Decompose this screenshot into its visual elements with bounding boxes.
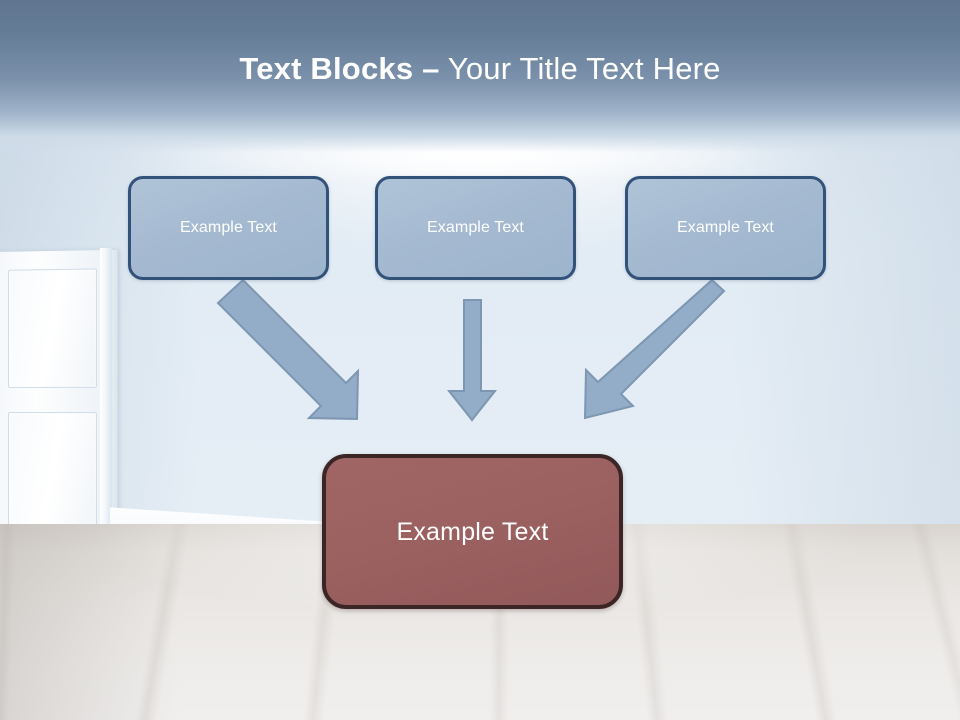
text-block-3[interactable]: Example Text xyxy=(625,176,826,280)
text-block-1-label: Example Text xyxy=(180,219,277,236)
title-banner: Text Blocks – Your Title Text Here xyxy=(0,0,960,152)
door-panel-upper xyxy=(7,268,97,388)
page-title-light: Your Title Text Here xyxy=(447,51,721,86)
door-edge xyxy=(100,248,112,560)
door xyxy=(0,248,120,560)
text-block-result-label: Example Text xyxy=(396,517,549,546)
door-panel-lower xyxy=(7,412,97,540)
text-block-3-label: Example Text xyxy=(677,219,774,236)
floor-shadow-left xyxy=(0,524,180,720)
page-title-strong: Text Blocks – xyxy=(239,51,440,86)
floor xyxy=(0,524,960,720)
text-block-2[interactable]: Example Text xyxy=(375,176,576,280)
text-block-2-label: Example Text xyxy=(427,219,524,236)
text-block-1[interactable]: Example Text xyxy=(128,176,329,280)
text-block-result[interactable]: Example Text xyxy=(322,454,623,609)
page-title: Text Blocks – Your Title Text Here xyxy=(0,50,960,88)
